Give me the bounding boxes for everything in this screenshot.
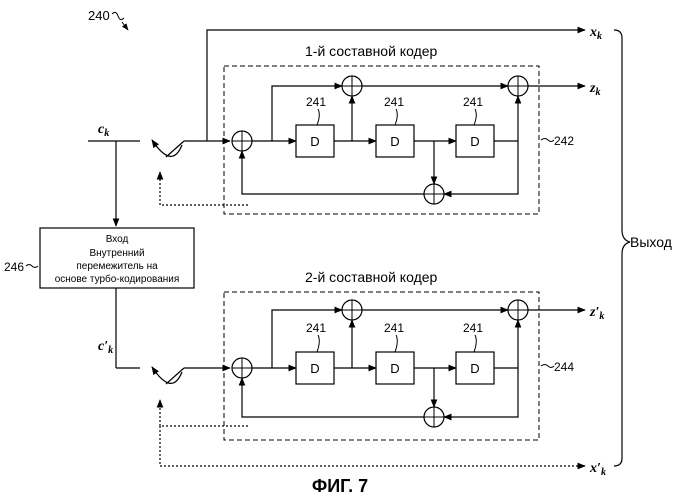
svg-text:241: 241 (306, 321, 326, 335)
register-ref-2: 241 (384, 95, 404, 109)
switch-1-dotted-feedback (160, 172, 248, 205)
figure-ref-number: 240 (88, 8, 110, 23)
encoder-2-ref: 244 (554, 360, 574, 374)
svg-text:D: D (310, 361, 319, 376)
ck-prime-label: c′k (98, 339, 113, 356)
ref-arrow (122, 22, 128, 30)
register-ref-1: 241 (306, 95, 326, 109)
zk-label: zk (589, 81, 600, 98)
xk-label: xk (589, 25, 602, 42)
svg-text:241: 241 (463, 321, 483, 335)
encoder-2: 2-й составной кодер 244 c′k x′k D D D 24… (98, 269, 606, 478)
svg-text:D: D (470, 134, 479, 149)
interleaver-ref: 246 (4, 260, 24, 274)
svg-text:D: D (470, 361, 479, 376)
output-label: Выход (630, 234, 672, 250)
svg-text:241: 241 (384, 321, 404, 335)
svg-text:D: D (390, 134, 399, 149)
svg-text:перемежитель на: перемежитель на (76, 261, 158, 272)
svg-text:основе турбо-кодирования: основе турбо-кодирования (55, 273, 180, 285)
encoder-1: 1-й составной кодер 242 ck D D D 241 241… (88, 43, 600, 226)
svg-text:D: D (390, 361, 399, 376)
ck-label: ck (98, 122, 109, 139)
encoder-2-title: 2-й составной кодер (305, 269, 438, 285)
xk-prime-label: x′k (589, 461, 606, 478)
svg-text:D: D (310, 134, 319, 149)
register-ref-3: 241 (463, 95, 483, 109)
figure-caption: ФИГ. 7 (312, 476, 368, 496)
output-brace (614, 30, 630, 466)
encoder-1-ref-squiggle (541, 139, 554, 142)
svg-text:Вход: Вход (106, 234, 129, 245)
encoder-1-title: 1-й составной кодер (305, 43, 438, 59)
zk-prime-label: z′k (589, 305, 604, 322)
encoder-1-ref: 242 (554, 134, 574, 148)
svg-text:Внутренний: Внутренний (89, 248, 144, 259)
interleaver: Вход Внутренний перемежитель на основе т… (4, 228, 194, 288)
switch-1-arc (152, 140, 182, 156)
ref-squiggle (112, 12, 124, 19)
